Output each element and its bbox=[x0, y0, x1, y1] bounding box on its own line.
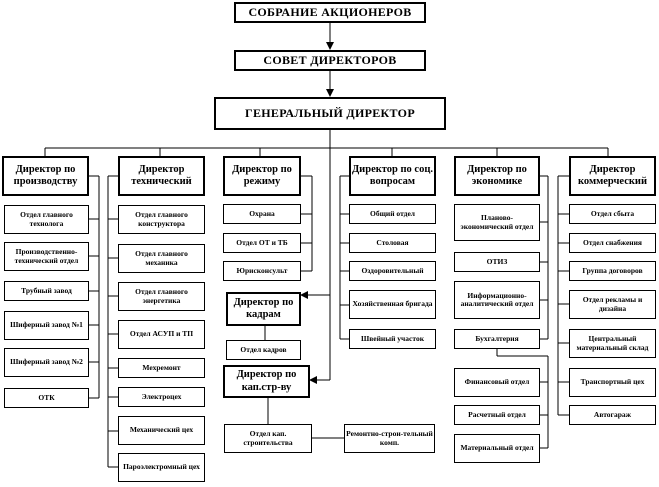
dept-garage: Автогараж bbox=[569, 405, 656, 425]
dept-financial: Финансовый отдел bbox=[454, 368, 540, 397]
dept-material: Материальный отдел bbox=[454, 434, 540, 463]
dept-security: Охрана bbox=[223, 204, 301, 224]
dept-slate-plant-2: Шиферный завод №2 bbox=[4, 348, 89, 377]
dept-chief-technologist: Отдел главного технолога bbox=[4, 205, 89, 234]
dept-settlement: Расчетный отдел bbox=[454, 405, 540, 425]
dept-contracts-group: Группа договоров bbox=[569, 261, 656, 281]
dept-steam-power-shop: Пароэлектромный цех bbox=[118, 453, 205, 482]
dept-information-analytical: Информационно-аналитический отдел bbox=[454, 281, 540, 319]
director-capital-construction-box: Директор по кап.стр-ву bbox=[223, 365, 310, 398]
dept-transport-shop: Транспортный цех bbox=[569, 368, 656, 397]
dept-production-technical: Производственно-технический отдел bbox=[4, 242, 89, 271]
dept-chief-mechanic: Отдел главного механика bbox=[118, 244, 205, 273]
director-hr-box: Директор по кадрам bbox=[226, 292, 301, 326]
dept-sales: Отдел сбыта bbox=[569, 204, 656, 224]
dept-maintenance-brigade: Хозяйственная бригада bbox=[349, 290, 436, 319]
dept-asup-tp: Отдел АСУП и ТП bbox=[118, 320, 205, 349]
dept-labor-safety: Отдел ОТ и ТБ bbox=[223, 233, 301, 253]
dept-sewing-section: Швейный участок bbox=[349, 329, 436, 349]
dept-personnel: Отдел кадров bbox=[226, 340, 301, 360]
dept-central-warehouse: Центральный материальный склад bbox=[569, 329, 656, 358]
director-regime-box: Директор по режиму bbox=[223, 156, 301, 196]
dept-slate-plant-1: Шиферный завод №1 bbox=[4, 311, 89, 340]
board-of-directors-box: СОВЕТ ДИРЕКТОРОВ bbox=[234, 50, 426, 71]
dept-legal-counsel: Юрисконсульт bbox=[223, 261, 301, 281]
director-commercial-box: Директор коммерческий bbox=[569, 156, 656, 196]
dept-mechanical-shop: Механический цех bbox=[118, 416, 205, 445]
director-economics-box: Директор по экономике bbox=[454, 156, 540, 196]
dept-advertising-design: Отдел рекламы и дизайна bbox=[569, 290, 656, 319]
dept-capital-construction: Отдел кап. строительства bbox=[224, 424, 312, 453]
shareholders-meeting-box: СОБРАНИЕ АКЦИОНЕРОВ bbox=[234, 2, 426, 23]
dept-accounting: Бухгалтерия bbox=[454, 329, 540, 349]
dept-health: Оздоровительный bbox=[349, 261, 436, 281]
dept-canteen: Столовая bbox=[349, 233, 436, 253]
director-social-box: Директор по соц. вопросам bbox=[349, 156, 436, 196]
dept-repair-construction-complex: Ремонтно-строи-тельный комп. bbox=[344, 424, 435, 453]
dept-planning-economic: Планово-экономический отдел bbox=[454, 204, 540, 241]
dept-chief-designer: Отдел главного конструктора bbox=[118, 205, 205, 234]
dept-otiz: ОТИЗ bbox=[454, 252, 540, 272]
dept-pipe-plant: Трубный завод bbox=[4, 281, 89, 301]
dept-chief-power-engineer: Отдел главного энергетика bbox=[118, 282, 205, 311]
dept-otk: ОТК bbox=[4, 388, 89, 408]
director-technical-box: Директор технический bbox=[118, 156, 205, 196]
dept-mechanical-repair: Мехремонт bbox=[118, 358, 205, 378]
director-production-box: Директор по производству bbox=[2, 156, 89, 196]
dept-supply: Отдел снабжения bbox=[569, 233, 656, 253]
dept-general: Общий отдел bbox=[349, 204, 436, 224]
dept-electrical-shop: Электроцех bbox=[118, 387, 205, 407]
general-director-box: ГЕНЕРАЛЬНЫЙ ДИРЕКТОР bbox=[214, 97, 446, 130]
